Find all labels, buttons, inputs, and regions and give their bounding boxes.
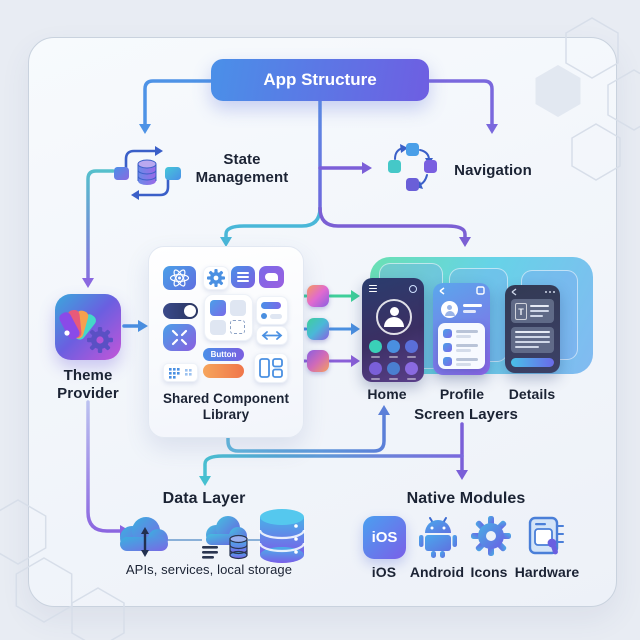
component-library-label: Shared Component Library bbox=[162, 391, 290, 422]
data-layer-caption: APIs, services, local storage bbox=[125, 562, 293, 577]
state-management-label: State Management bbox=[195, 151, 289, 186]
native-hardware-label: Hardware bbox=[514, 564, 580, 580]
mock-avatar bbox=[441, 301, 458, 318]
cloud-services-icon bbox=[202, 516, 248, 560]
mock-letter: T bbox=[515, 303, 527, 320]
native-modules-label: Native Modules bbox=[406, 490, 526, 507]
gear-icon bbox=[203, 266, 229, 290]
layout-icon bbox=[254, 353, 288, 383]
mock-text-card: T bbox=[511, 299, 554, 323]
chip-touch-icon bbox=[528, 516, 564, 555]
native-ios-label: iOS bbox=[371, 564, 397, 580]
screen-home-label: Home bbox=[367, 386, 407, 402]
card-squares bbox=[204, 294, 253, 341]
mock-list-card bbox=[438, 323, 485, 369]
gradient-chip-1 bbox=[307, 285, 329, 307]
mock-lines-card bbox=[511, 327, 554, 353]
native-icons-label: Icons bbox=[470, 564, 508, 580]
app-structure-node: App Structure bbox=[211, 59, 429, 101]
cloud-sync-icon bbox=[120, 517, 168, 557]
react-icon bbox=[163, 266, 196, 290]
ios-badge-text: iOS bbox=[371, 529, 398, 546]
data-layer-label: Data Layer bbox=[162, 490, 246, 507]
mock-cta-pill bbox=[511, 358, 554, 367]
gradient-chip-3 bbox=[307, 350, 329, 372]
details-screen-mock: T bbox=[505, 285, 560, 373]
toggle-switch bbox=[163, 303, 198, 319]
ios-badge-icon: iOS bbox=[363, 516, 406, 559]
dot-grid-icon bbox=[163, 363, 198, 382]
android-icon bbox=[419, 517, 457, 558]
mock-avatar bbox=[376, 299, 412, 335]
screen-layers-label: Screen Layers bbox=[414, 406, 518, 423]
list-icon bbox=[231, 266, 255, 288]
mock-gear-icon bbox=[409, 285, 417, 293]
gradient-chip-2 bbox=[307, 318, 329, 340]
sparkle-x-icon bbox=[163, 324, 196, 351]
component-library-card: Button Shared Component Library bbox=[148, 246, 304, 438]
chat-bubble-icon bbox=[259, 266, 284, 288]
profile-screen-mock bbox=[433, 283, 490, 375]
app-structure-label: App Structure bbox=[263, 70, 377, 89]
database-icon bbox=[258, 509, 306, 563]
button-pill-label: Button bbox=[210, 350, 237, 359]
theme-provider-label: Theme Provider bbox=[57, 367, 119, 402]
data-layer-icons bbox=[120, 509, 306, 563]
theme-provider-node bbox=[55, 294, 121, 360]
route-nodes-icon bbox=[388, 143, 437, 191]
screen-profile-label: Profile bbox=[439, 386, 485, 402]
button-pill: Button bbox=[203, 348, 244, 361]
pill-group bbox=[256, 296, 288, 325]
orange-pill bbox=[203, 364, 244, 378]
palette-gear-icon bbox=[59, 310, 113, 353]
native-android-label: Android bbox=[409, 564, 465, 580]
arrow-horizontal-icon bbox=[256, 326, 288, 345]
gear-icon bbox=[471, 516, 511, 556]
screen-details-label: Details bbox=[508, 386, 556, 402]
navigation-label: Navigation bbox=[454, 162, 532, 179]
home-screen-mock bbox=[362, 278, 424, 382]
sync-database-icon bbox=[114, 146, 181, 200]
